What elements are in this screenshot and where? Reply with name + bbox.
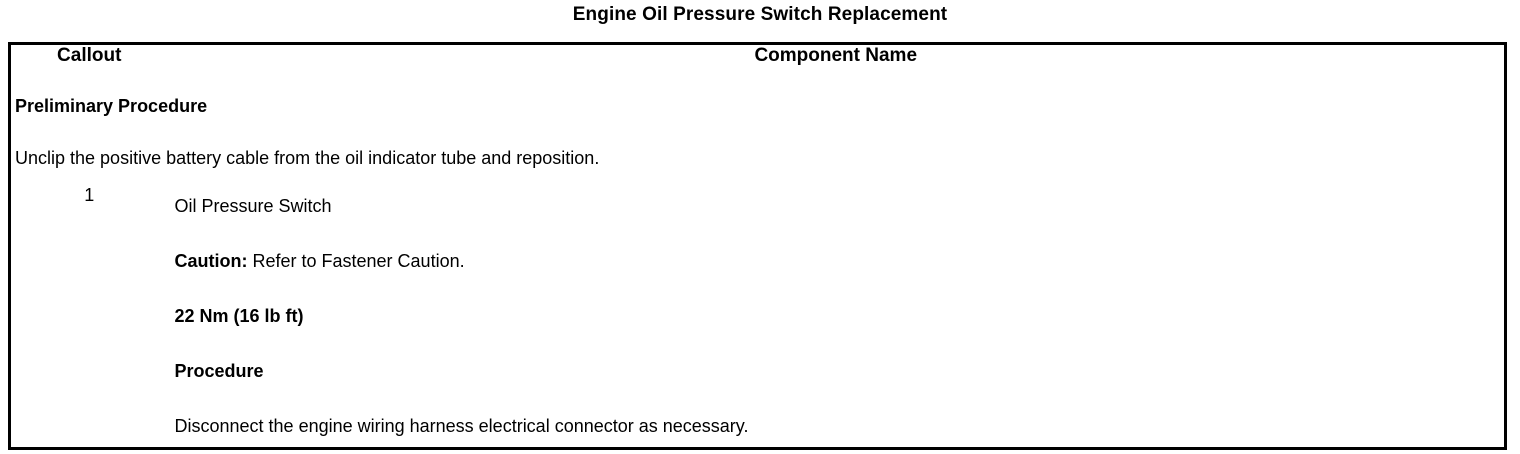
preliminary-procedure-text: Unclip the positive battery cable from t… [15,148,600,168]
table-row: 1 Oil Pressure Switch Caution: Refer to … [9,185,1506,449]
torque-specification: 22 Nm (16 lb ft) [174,306,304,326]
procedure-step-text: Disconnect the engine wiring harness ele… [174,416,749,436]
procedure-heading: Procedure [174,361,264,381]
procedure-table: Callout Component Name Preliminary Proce… [8,42,1507,450]
caution-line: Caution: Refer to Fastener Caution. [175,250,1505,272]
component-description-cell: Oil Pressure Switch Caution: Refer to Fa… [167,185,1506,449]
component-name-line: Oil Pressure Switch [174,196,332,216]
caution-label: Caution: [174,251,248,271]
preliminary-procedure-row: Preliminary Procedure Unclip the positiv… [9,89,1506,185]
preliminary-procedure-heading: Preliminary Procedure [15,96,208,116]
table-header-row: Callout Component Name [9,43,1506,89]
preliminary-procedure-cell: Preliminary Procedure Unclip the positiv… [9,89,1506,185]
preliminary-procedure-content: Preliminary Procedure Unclip the positiv… [11,89,1504,169]
column-header-component-name: Component Name [167,43,1506,89]
page-title: Engine Oil Pressure Switch Replacement [572,4,948,25]
caution-text: Refer to Fastener Caution. [247,251,465,271]
callout-number: 1 [9,185,168,449]
component-description-content: Oil Pressure Switch Caution: Refer to Fa… [168,185,1505,437]
column-header-callout: Callout [9,43,168,89]
